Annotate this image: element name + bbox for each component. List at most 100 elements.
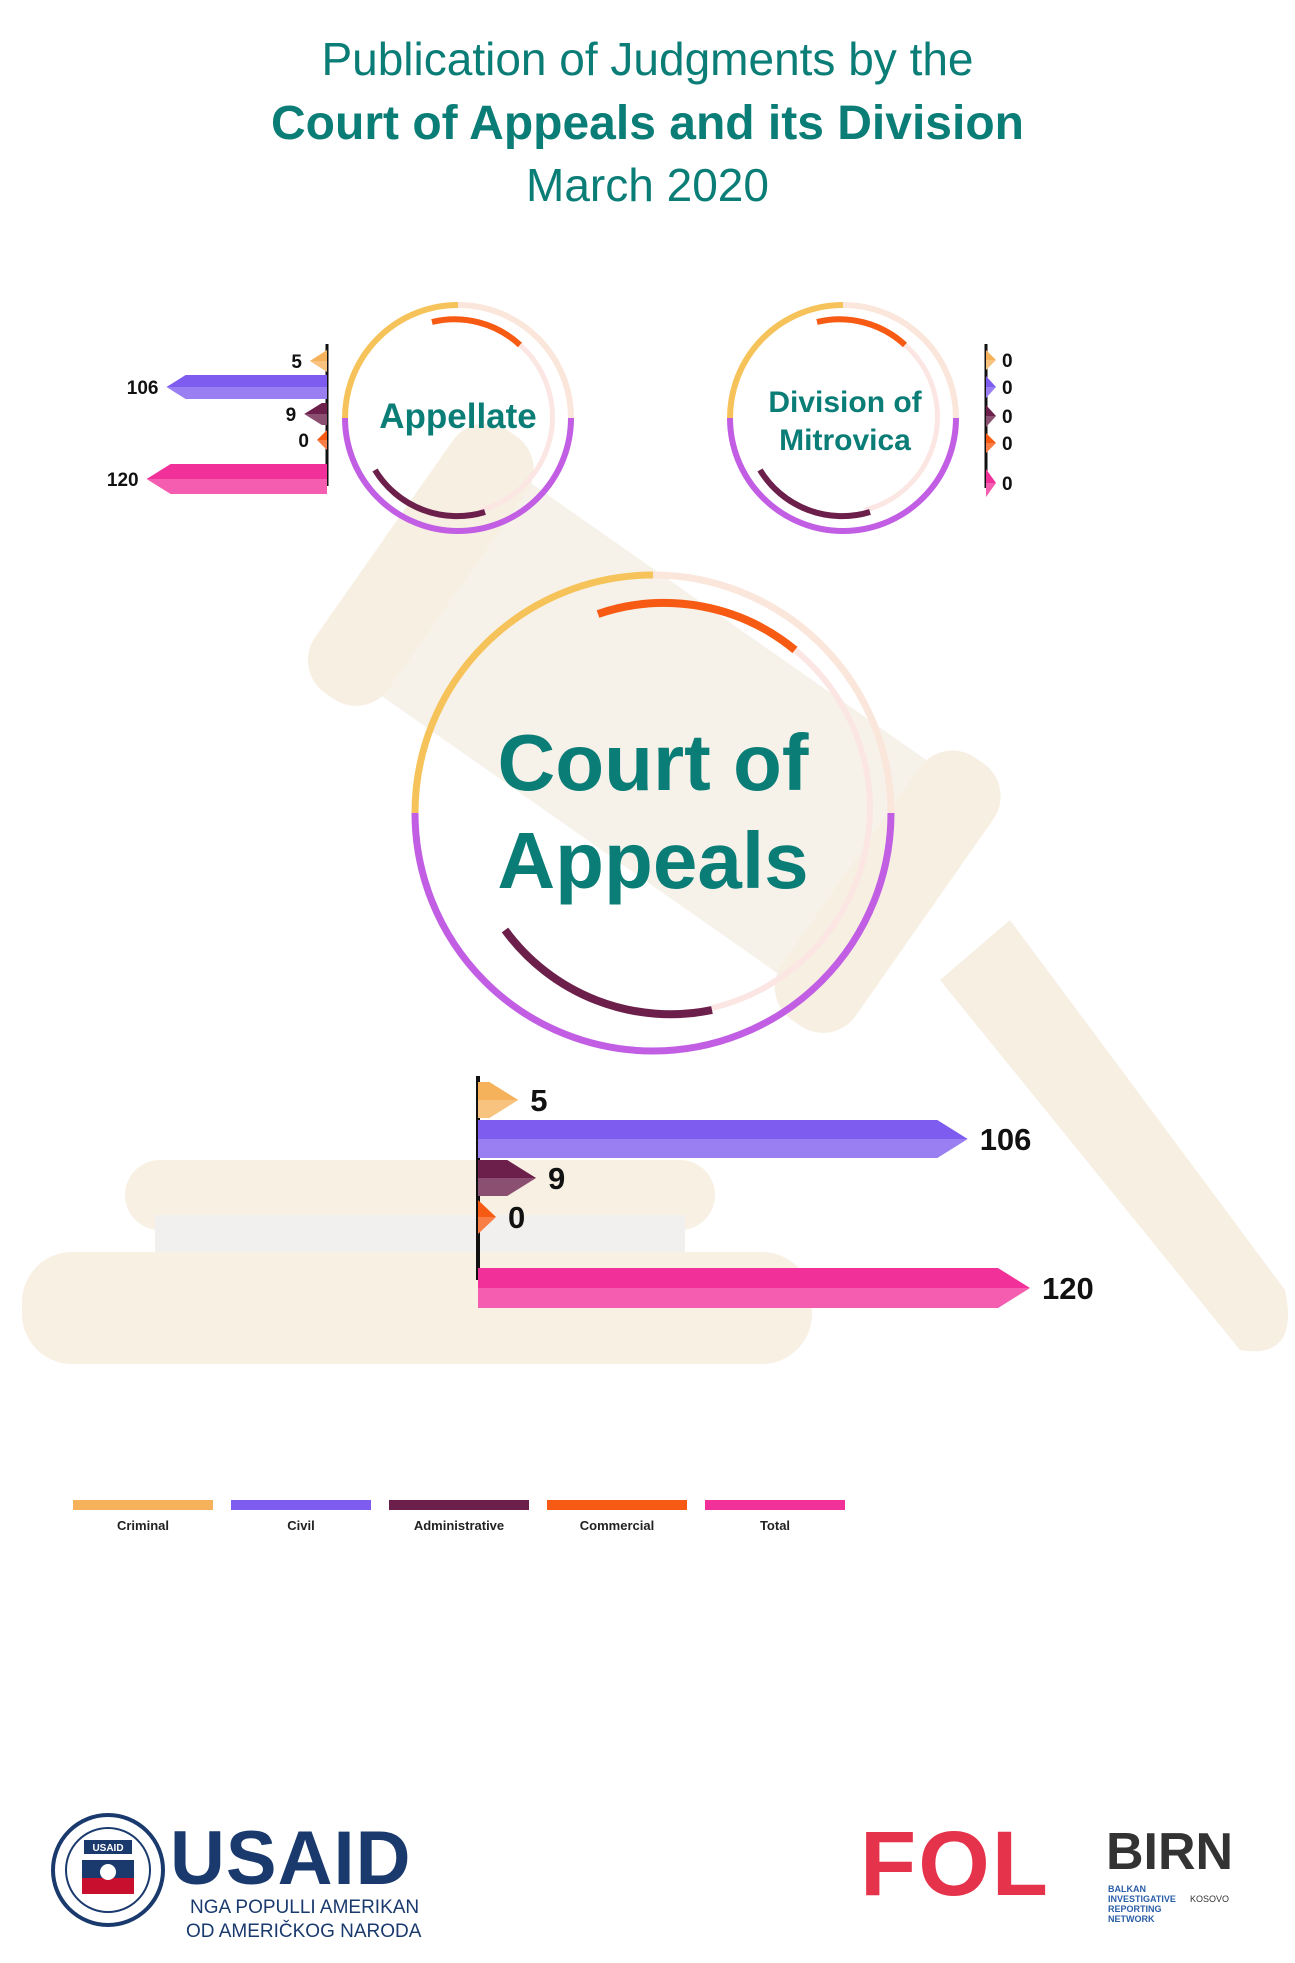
ring-segment-light: [652, 571, 895, 814]
bar-label-commercial: 0: [298, 431, 309, 452]
legend-label-administrative: Administrative: [413, 1518, 505, 1533]
bar-label-criminal: 0: [1002, 351, 1013, 372]
legend-label-civil: Civil: [287, 1518, 315, 1533]
birn-logo: BIRN: [1106, 1823, 1234, 1881]
bar-administrative: [986, 405, 996, 427]
bar-label-administrative: 9: [286, 405, 297, 426]
legend-swatch-total: [705, 1500, 845, 1510]
bar-criminal: [986, 350, 996, 370]
bar-label-civil: 106: [980, 1122, 1032, 1157]
legend-swatch-civil: [231, 1500, 371, 1510]
ring-mitrovica: Division of Mitrovica: [727, 302, 959, 534]
bar-shade-commercial: [478, 1217, 496, 1234]
legend-swatch-criminal: [73, 1500, 213, 1510]
legend-item-total: Total: [705, 1500, 845, 1533]
ring-inner-light: [711, 647, 873, 1011]
bar-shade-total: [146, 479, 327, 494]
ring-segment-criminal: [342, 302, 459, 419]
sound-block-top: [125, 1160, 715, 1230]
bar-commercial: [986, 433, 996, 453]
ring-inner-administrative: [757, 468, 871, 520]
bar-total: [478, 1268, 1030, 1308]
bar-label-criminal: 5: [291, 352, 302, 373]
ring-segment-civil: [342, 417, 574, 534]
birn-subtitle: BALKAN INVESTIGATIVE REPORTING NETWORK: [1108, 1884, 1176, 1924]
bar-shade-total: [478, 1288, 1030, 1308]
bar-shade-total: [986, 483, 996, 497]
ring-segment-light: [842, 302, 959, 419]
appellate-label: Appellate: [379, 397, 537, 436]
ring-inner-light: [479, 343, 555, 513]
bar-shade-criminal: [478, 1100, 519, 1118]
bar-label-administrative: 9: [548, 1161, 565, 1196]
bar-label-criminal: 5: [530, 1083, 547, 1118]
legend-swatch-administrative: [389, 1500, 529, 1510]
gavel-background-icon: [22, 423, 1288, 1364]
ring-inner-light: [864, 343, 940, 513]
bar-shade-criminal: [309, 361, 327, 372]
bar-shade-commercial: [986, 443, 996, 453]
bar-label-total: 120: [1042, 1271, 1094, 1306]
bar-total: [146, 464, 327, 494]
legend-swatch-commercial: [547, 1500, 687, 1510]
bar-civil: [166, 375, 327, 399]
usaid-logo-wordmark: USAID: [170, 1816, 412, 1901]
ring-appellate: Appellate: [342, 302, 574, 534]
ring-inner-administrative: [501, 927, 713, 1019]
legend-item-administrative: Administrative: [389, 1500, 529, 1533]
bars-appellate: 5 106 90 120: [107, 344, 329, 494]
ring-inner-commercial: [431, 316, 523, 348]
court-label-line1: Court of: [497, 718, 808, 807]
bar-shade-civil: [166, 387, 327, 399]
gavel-handle: [940, 920, 1288, 1352]
bar-shade-commercial: [317, 440, 327, 450]
bar-administrative: [304, 403, 327, 425]
svg-text:USAID: USAID: [92, 1843, 123, 1854]
mitrovica-label-line2: Mitrovica: [779, 424, 911, 457]
title-line-3: March 2020: [526, 159, 769, 211]
ring-segment-criminal: [727, 302, 844, 419]
ring-inner-commercial: [816, 316, 908, 348]
bar-shade-civil: [478, 1139, 968, 1158]
bar-shade-administrative: [304, 414, 327, 425]
bar-total: [986, 469, 996, 497]
bar-label-total: 120: [107, 470, 139, 491]
bar-administrative: [478, 1160, 537, 1196]
bar-criminal: [478, 1082, 519, 1118]
usaid-subtitle-1: NGA POPULLI AMERIKAN: [190, 1897, 420, 1918]
legend-label-criminal: Criminal: [116, 1518, 169, 1533]
legend-item-civil: Civil: [231, 1500, 371, 1533]
court-label-line2: Appeals: [497, 816, 808, 905]
gavel-head: [307, 423, 1001, 1033]
ring-inner-commercial: [596, 598, 798, 654]
ring-segment-civil: [727, 417, 959, 534]
ring-segment-light: [457, 302, 574, 419]
usaid-seal-logo: USAID: [51, 1813, 165, 1927]
bar-civil: [986, 376, 996, 398]
bar-label-administrative: 0: [1002, 407, 1013, 428]
bar-label-civil: 0: [1002, 378, 1013, 399]
bar-civil: [478, 1120, 968, 1158]
bar-label-commercial: 0: [1002, 434, 1013, 455]
bar-shade-administrative: [986, 416, 996, 427]
bar-commercial: [478, 1200, 496, 1234]
bar-label-total: 0: [1002, 474, 1013, 495]
bar-label-civil: 106: [127, 378, 159, 399]
bars-mitrovica: 0 0 0 0 0: [984, 344, 1013, 497]
bar-label-commercial: 0: [508, 1200, 525, 1235]
usaid-subtitle-2: OD AMERIČKOG NARODA: [186, 1921, 422, 1942]
ring-segment-civil: [411, 812, 895, 1055]
legend-label-commercial: Commercial: [579, 1518, 655, 1533]
fol-logo: FOL: [860, 1813, 1050, 1915]
bar-commercial: [317, 430, 327, 450]
legend-item-commercial: Commercial: [547, 1500, 687, 1533]
bar-shade-administrative: [478, 1178, 537, 1196]
bar-shade-civil: [986, 387, 996, 398]
ring-court-of-appeals: Court of Appeals: [411, 571, 895, 1055]
bars-court-of-appeals: 5 106 90 120: [476, 1076, 1094, 1308]
ring-segment-criminal: [411, 571, 654, 814]
ring-inner-administrative: [372, 468, 486, 520]
bar-criminal: [309, 350, 327, 372]
mitrovica-label-line1: Division of: [768, 386, 922, 419]
